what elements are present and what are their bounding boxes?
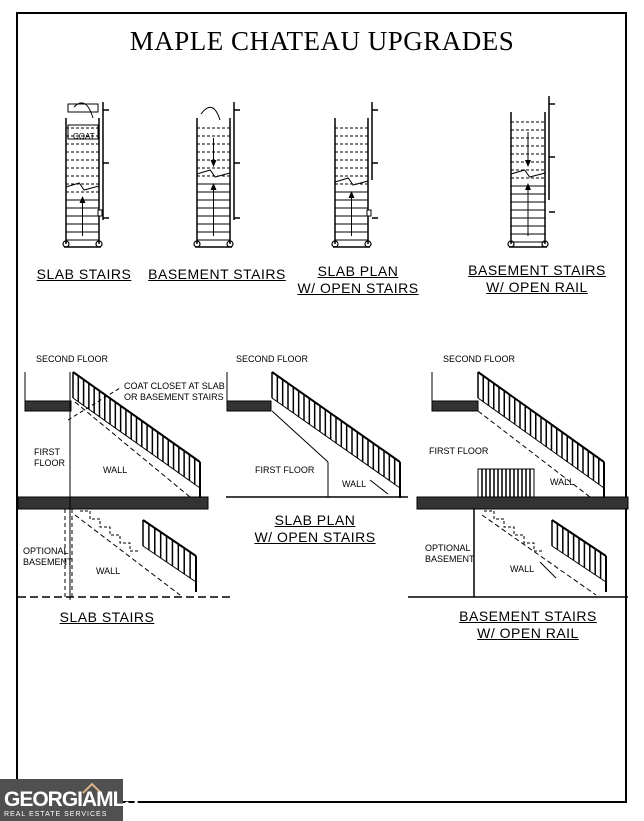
- basement-label-1-line2: BASEMENT: [23, 557, 73, 567]
- section-caption-slab-plan: SLAB PLAN W/ OPEN STAIRS: [248, 512, 382, 546]
- door-swing: [200, 106, 221, 121]
- first-floor-label-1: FIRST FLOOR: [34, 447, 65, 469]
- coat-closet-box: [67, 124, 99, 140]
- basement-label-1-line1: OPTIONAL: [23, 546, 69, 556]
- second-floor-label-2: SECOND FLOOR: [236, 354, 309, 364]
- post-marker: [366, 209, 372, 217]
- wall-dashed: [74, 401, 191, 498]
- basement-wall-dash: [481, 514, 597, 596]
- open-rail-stringer: [477, 397, 605, 489]
- arrow-head: [348, 191, 355, 198]
- coat-closet-leader: [67, 387, 121, 421]
- plan-caption-slab-plan-line1: SLAB PLAN: [317, 263, 399, 279]
- open-rail-lower-stringer: [551, 545, 607, 583]
- break-line: [510, 169, 546, 178]
- basement-steps: [80, 510, 140, 552]
- wall-label-1: WALL: [103, 465, 128, 475]
- first-floor-label-3: FIRST FLOOR: [429, 446, 489, 456]
- second-floor-label-3: SECOND FLOOR: [443, 354, 516, 364]
- basement-steps: [484, 510, 544, 552]
- georgia-mls-watermark: GEORGIAMLS REAL ESTATE SERVICES: [0, 779, 139, 821]
- roof-icon: [82, 782, 102, 794]
- watermark-name: GEORGIAMLS: [4, 788, 139, 811]
- coat-label: COAT: [73, 132, 95, 141]
- wall-label-4: WALL: [550, 477, 575, 487]
- basement-rail-handrail: [142, 519, 197, 557]
- watermark-sub: REAL ESTATE SERVICES: [4, 811, 108, 818]
- stair-underside: [271, 410, 329, 463]
- coat-closet-note-line2: OR BASEMENT STAIRS: [124, 392, 224, 402]
- coat-closet-note-line1: COAT CLOSET AT SLAB: [124, 381, 225, 391]
- slab-plan-stringer: [271, 397, 401, 489]
- basement-label-1: OPTIONAL BASEMENT: [23, 546, 73, 568]
- plan-caption-slab-plan-line2: W/ OPEN STAIRS: [297, 280, 419, 296]
- wall-arrow: [539, 561, 557, 579]
- floor-slab: [416, 496, 629, 510]
- second-floor-slab: [226, 400, 272, 412]
- basement-label-2-line1: OPTIONAL: [425, 543, 471, 553]
- first-floor-label-2: FIRST FLOOR: [255, 465, 315, 475]
- slab-stairs-stringer: [72, 397, 201, 489]
- plan-caption-slab-stairs: SLAB STAIRS: [36, 266, 132, 282]
- plan-caption-basement-rail-line2: W/ OPEN RAIL: [486, 279, 588, 295]
- plan-caption-basement-rail: BASEMENT STAIRS W/ OPEN RAIL: [466, 262, 608, 296]
- first-floor-label-1-line2: FLOOR: [34, 458, 66, 468]
- page-title: MAPLE CHATEAU UPGRADES: [129, 26, 515, 56]
- door-swing: [73, 102, 94, 119]
- coat-closet-note: COAT CLOSET AT SLAB OR BASEMENT STAIRS: [124, 381, 225, 403]
- post-marker: [97, 209, 103, 217]
- plan-caption-basement-rail-line1: BASEMENT STAIRS: [468, 262, 606, 278]
- section-caption-slab-plan-line1: SLAB PLAN: [274, 512, 356, 528]
- arrow-head: [525, 183, 531, 190]
- break-line: [196, 169, 231, 178]
- basement-rail-stringer: [142, 545, 197, 583]
- arrow-head: [79, 196, 86, 203]
- door-header: [67, 103, 99, 113]
- first-floor-label-1-line1: FIRST: [34, 447, 60, 457]
- drawing-border: [16, 12, 627, 803]
- wall-arrow: [369, 479, 389, 495]
- basement-label-2-line2: BASEMENT: [425, 554, 475, 564]
- arrow-head: [210, 160, 217, 167]
- floor-slab: [17, 496, 209, 510]
- second-floor-slab: [24, 400, 72, 412]
- break-line: [334, 177, 369, 186]
- arrow-head: [525, 160, 531, 167]
- section-caption-slab-stairs: SLAB STAIRS: [59, 609, 155, 625]
- break-line: [65, 182, 100, 191]
- second-floor-label-1: SECOND FLOOR: [36, 354, 109, 364]
- wall-label-2: WALL: [96, 566, 121, 576]
- section-caption-slab-plan-line2: W/ OPEN STAIRS: [254, 529, 376, 545]
- second-floor-slab: [431, 400, 479, 412]
- plan-caption-basement-stairs: BASEMENT STAIRS: [148, 266, 286, 282]
- section-views: [17, 371, 629, 600]
- section-caption-basement-rail: BASEMENT STAIRS W/ OPEN RAIL: [456, 608, 600, 642]
- arrow-head: [210, 183, 217, 190]
- plan-caption-slab-plan: SLAB PLAN W/ OPEN STAIRS: [290, 263, 426, 297]
- plan-views: [62, 96, 555, 248]
- section-caption-basement-rail-line2: W/ OPEN RAIL: [477, 625, 579, 641]
- basement-wall-dash: [74, 514, 181, 596]
- basement-label-2: OPTIONAL BASEMENT: [425, 543, 475, 565]
- section-caption-basement-rail-line1: BASEMENT STAIRS: [459, 608, 597, 624]
- wall-label-3: WALL: [342, 479, 367, 489]
- wall-label-5: WALL: [510, 564, 535, 574]
